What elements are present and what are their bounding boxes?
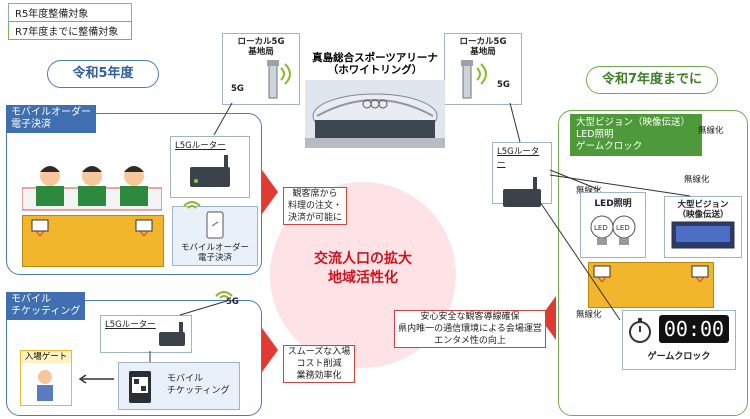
base-station-label: ローカル5G 基地局 [237,37,285,57]
svg-text:LED: LED [616,224,630,232]
router-card-ticket: L5Gルーター [100,315,192,353]
router-label: L5Gルーター [497,147,540,169]
router-label: L5Gルーター [105,320,156,330]
fiveg-label: 5G [231,84,244,94]
router-icon [190,155,230,187]
base-station-left: ローカル5G 基地局 5G [222,33,300,105]
hoop-icon [691,265,709,282]
base-station-label: ローカル5G 基地局 [459,37,507,57]
vision-title: 大型ビジョン （映像伝送） [677,200,729,220]
fiveg-ticket-label: 5G [226,297,239,307]
bulb-icon: LED LED [590,215,636,245]
entrance-gate: 入場ゲート [20,350,72,406]
arrow-left-icon [78,374,114,384]
led-card: LED照明 LED LED [580,192,646,258]
note-right: 安心安全な観客導線確保 県内唯一の通信環境による会場運営 エンタメ性の向上 [394,310,546,348]
left-year-title: 令和5年度 [47,60,159,88]
venue-subtitle: （ホワイトリング） [327,64,423,76]
game-clock-card: 00:00 ゲームクロック [622,310,736,370]
vision-card: 大型ビジョン （映像伝送） [664,196,742,258]
note-ticket: スムーズな入場 コスト削減 業務効率化 [283,345,355,383]
router-icon [159,322,185,346]
wireless-label: 無線化 [698,126,724,136]
arrow-right-order [262,170,278,214]
clock-title: ゲームクロック [647,352,711,362]
antenna-icon [267,60,291,99]
svg-text:LED: LED [594,224,608,232]
router-card-right: L5Gルーター [492,142,552,207]
wireless-label: 無線化 [576,186,602,196]
note-order: 観客席から 料理の注文・ 決済が可能に [283,187,347,225]
mobile-ticket-caption: モバイル チケッティング [167,374,230,396]
legend-r7: R7年度までに整備対象 [8,21,132,40]
wireless-label: 無線化 [576,310,602,320]
wireless-label: 無線化 [684,175,710,185]
hoop-icon [135,219,153,236]
person-icon [37,370,53,401]
wifi-icon [215,291,233,299]
mobile-order-header: モバイルオーダー 電子決済 [6,105,96,133]
router-label: L5Gルーター [175,141,226,151]
hoop-icon [31,219,49,236]
mobile-order-caption: モバイルオーダー 電子決済 [180,243,249,263]
stopwatch-icon [629,318,651,343]
clock-digits: 00:00 [659,315,729,343]
mobile-ticket-card: モバイル チケッティング [118,362,240,410]
mobile-order-card: モバイルオーダー 電子決済 [172,206,258,266]
smartphone-qr-icon [129,371,151,403]
venue-title: 真島総合スポーツアリーナ [312,52,438,64]
venue-name: 真島総合スポーツアリーナ （ホワイトリング） [300,52,450,76]
router-icon [503,177,541,207]
center-message: 交流人口の拡大 地域活性化 [314,251,412,286]
screen-icon [671,221,735,249]
mobile-ticket-header: モバイル チケッティング [6,292,86,320]
wifi-icon [183,201,201,209]
base-station-right: ローカル5G 基地局 5G [444,33,522,105]
led-title: LED照明 [594,199,632,209]
spectators-illustration [22,166,162,211]
hoop-icon [593,265,611,282]
fiveg-label: 5G [497,80,510,90]
router-card-order: L5Gルーター [170,136,250,198]
arena-image [305,80,445,148]
right-year-title: 令和7年度までに [586,66,718,94]
antenna-icon [461,60,487,99]
smartphone-icon [206,211,224,239]
right-banner: 大型ビジョン（映像伝送） LED照明 ゲームクロック [570,114,702,156]
arrow-right-ticket [262,328,278,372]
gate-label: 入場ゲート [21,351,71,363]
